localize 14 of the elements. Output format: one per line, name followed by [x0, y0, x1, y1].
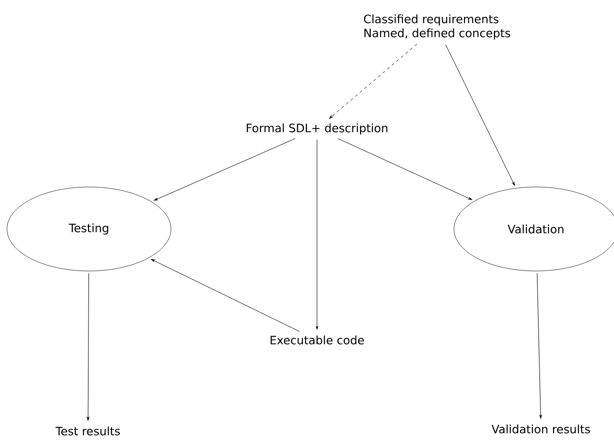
text-label: Classified requirements Named, defined concepts	[364, 14, 510, 40]
text-label: Executable code	[270, 336, 364, 344]
arrow	[445, 44, 515, 186]
text-label: Validation results	[492, 424, 590, 434]
arrow	[338, 138, 472, 200]
arrow	[150, 259, 300, 332]
arrow	[329, 44, 418, 119]
ellipse-node: Testing	[6, 186, 172, 272]
text-label: Test results	[56, 426, 120, 436]
text-label: Formal SDL+ description	[246, 123, 388, 135]
arrow	[536, 272, 542, 419]
arrow	[86, 272, 90, 421]
arrow	[154, 138, 296, 201]
arrow	[316, 140, 318, 330]
